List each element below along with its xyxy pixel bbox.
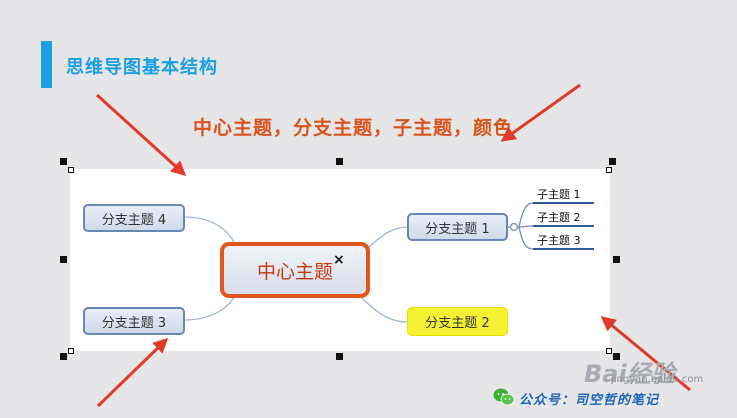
arrow-pointing-title: [500, 83, 581, 142]
slide-subtitle: 中心主题，分支主题，子主题，颜色: [193, 117, 514, 139]
branch-topic-1[interactable]: 分支主题 1: [407, 213, 508, 241]
resize-handle-bottom-left[interactable]: [60, 353, 67, 360]
corner-marker-bottom-left: [68, 348, 74, 354]
arrow-pointing-canvas-top-left: [95, 93, 187, 177]
wechat-icon: [493, 388, 515, 406]
branch-topic-2[interactable]: 分支主题 2: [407, 307, 508, 336]
baidu-watermark-url: jingyan.baidu.com: [611, 374, 704, 385]
resize-handle-top-left[interactable]: [60, 158, 67, 165]
heading-accent-bar: [41, 41, 52, 88]
branch-topic-3[interactable]: 分支主题 3: [83, 307, 185, 335]
close-icon[interactable]: ×: [333, 252, 345, 268]
subtopic-1[interactable]: 子主题 1: [537, 187, 581, 201]
resize-handle-right[interactable]: [613, 256, 620, 263]
resize-handle-left[interactable]: [60, 256, 67, 263]
corner-marker-top-left: [68, 167, 74, 173]
resize-handle-top[interactable]: [336, 158, 343, 165]
resize-handle-top-right[interactable]: [609, 158, 616, 165]
subtopic-3[interactable]: 子主题 3: [537, 233, 581, 247]
resize-handle-bottom[interactable]: [336, 353, 343, 360]
branch-topic-4[interactable]: 分支主题 4: [83, 204, 185, 232]
central-topic[interactable]: 中心主题: [220, 242, 370, 298]
baidu-watermark: Bai经验: [584, 360, 675, 388]
wechat-account-label: 公众号：司空哲的笔记: [519, 393, 660, 408]
slide-heading: 思维导图基本结构: [66, 57, 218, 78]
corner-marker-top-right: [606, 167, 612, 173]
subtopic-2[interactable]: 子主题 2: [537, 210, 581, 224]
